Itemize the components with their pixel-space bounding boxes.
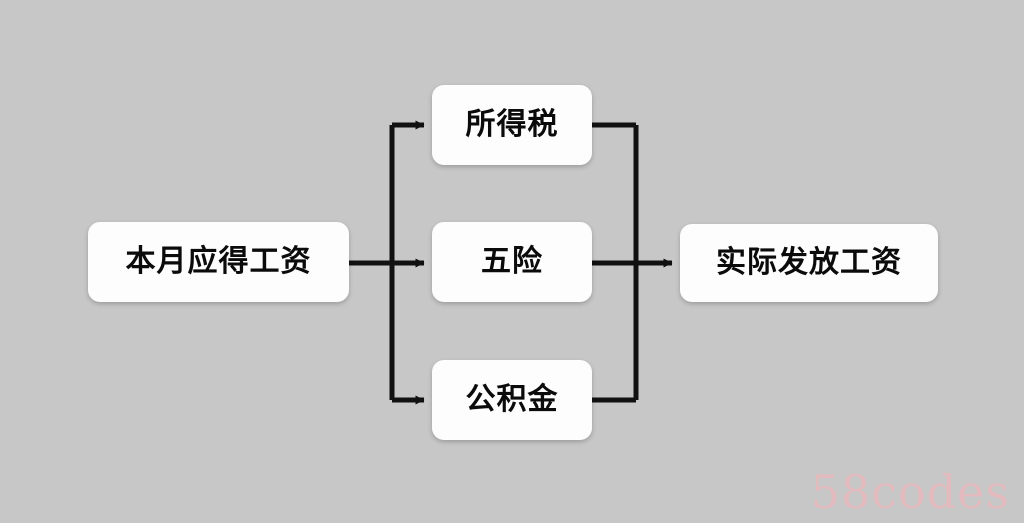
node-net-salary-label: 实际发放工资 bbox=[716, 245, 902, 280]
node-gross-salary-label: 本月应得工资 bbox=[125, 244, 312, 279]
node-housing-fund-label: 公积金 bbox=[465, 382, 559, 417]
edge-gross-to-deductions bbox=[349, 120, 425, 405]
edge-deductions-to-net bbox=[592, 122, 673, 403]
node-net-salary[interactable]: 实际发放工资 bbox=[680, 224, 938, 302]
node-housing-fund[interactable]: 公积金 bbox=[432, 360, 592, 440]
node-social-insurance[interactable]: 五险 bbox=[432, 222, 592, 302]
node-income-tax[interactable]: 所得税 bbox=[432, 85, 592, 165]
node-gross-salary[interactable]: 本月应得工资 bbox=[88, 222, 349, 302]
watermark-text: 58codes bbox=[810, 465, 1010, 519]
node-social-insurance-label: 五险 bbox=[481, 244, 543, 279]
node-income-tax-label: 所得税 bbox=[465, 107, 559, 142]
